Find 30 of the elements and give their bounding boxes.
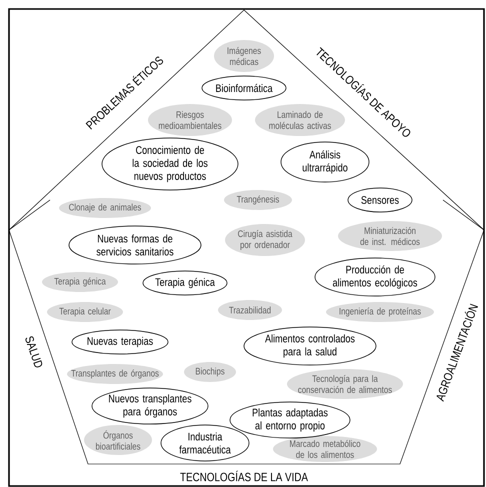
shaded-oval-label: Marcado metabólico de los alimentos: [273, 436, 377, 462]
shaded-oval-label: Clonaje de animales: [59, 198, 151, 218]
shaded-oval-label: Riesgos medioambientales: [148, 104, 232, 136]
shaded-oval-label: Trangénesis: [224, 190, 292, 210]
oval-label: Industria farmacéutica: [160, 424, 250, 462]
oval-label: Producción de alimentos ecológicos: [314, 258, 436, 296]
shaded-oval-label: Miniaturización de inst. médicos: [338, 221, 442, 251]
shaded-oval-label: Transplantes de órganos: [67, 364, 163, 384]
oval-label: Análisis ultrarrápido: [280, 142, 370, 182]
shaded-oval-label: Imágenes médicas: [214, 40, 274, 72]
oval-label: Alimentos controlados para la salud: [244, 326, 376, 366]
shaded-oval-label: Terapia celular: [47, 302, 123, 322]
oval-label: Terapia génica: [142, 270, 228, 296]
shaded-oval-label: Órganos bioartificiales: [84, 425, 152, 455]
shaded-oval-label: Ingeniería de proteínas: [326, 302, 434, 322]
oval-label: Conocimiento de la sociedad de los nuevos productos: [102, 138, 238, 190]
oval-label: Nuevas terapias: [72, 330, 168, 354]
side-label: TECNOLOGÍAS DE LA VIDA: [180, 470, 308, 482]
shaded-oval-label: Laminado de moléculas activas: [255, 104, 345, 136]
side-label: SALUD: [25, 336, 42, 368]
shaded-oval-label: Tecnología para la conservación de alimentos: [287, 369, 403, 399]
shaded-oval-label: Trazabilidad: [218, 300, 282, 320]
shaded-oval-label: Biochips: [184, 362, 236, 382]
oval-label: Bioinformática: [202, 76, 286, 100]
oval-label: Plantas adaptadas al entorno propio: [230, 402, 350, 438]
oval-label: Nuevos transplantes para órganos: [92, 388, 208, 424]
shaded-oval-label: Cirugía asistida por ordenador: [225, 224, 305, 256]
oval-label: Nuevas formas de servicios sanitarios: [68, 226, 202, 264]
shaded-oval-label: Terapia génica: [42, 272, 118, 292]
oval-label: Sensores: [348, 188, 412, 212]
